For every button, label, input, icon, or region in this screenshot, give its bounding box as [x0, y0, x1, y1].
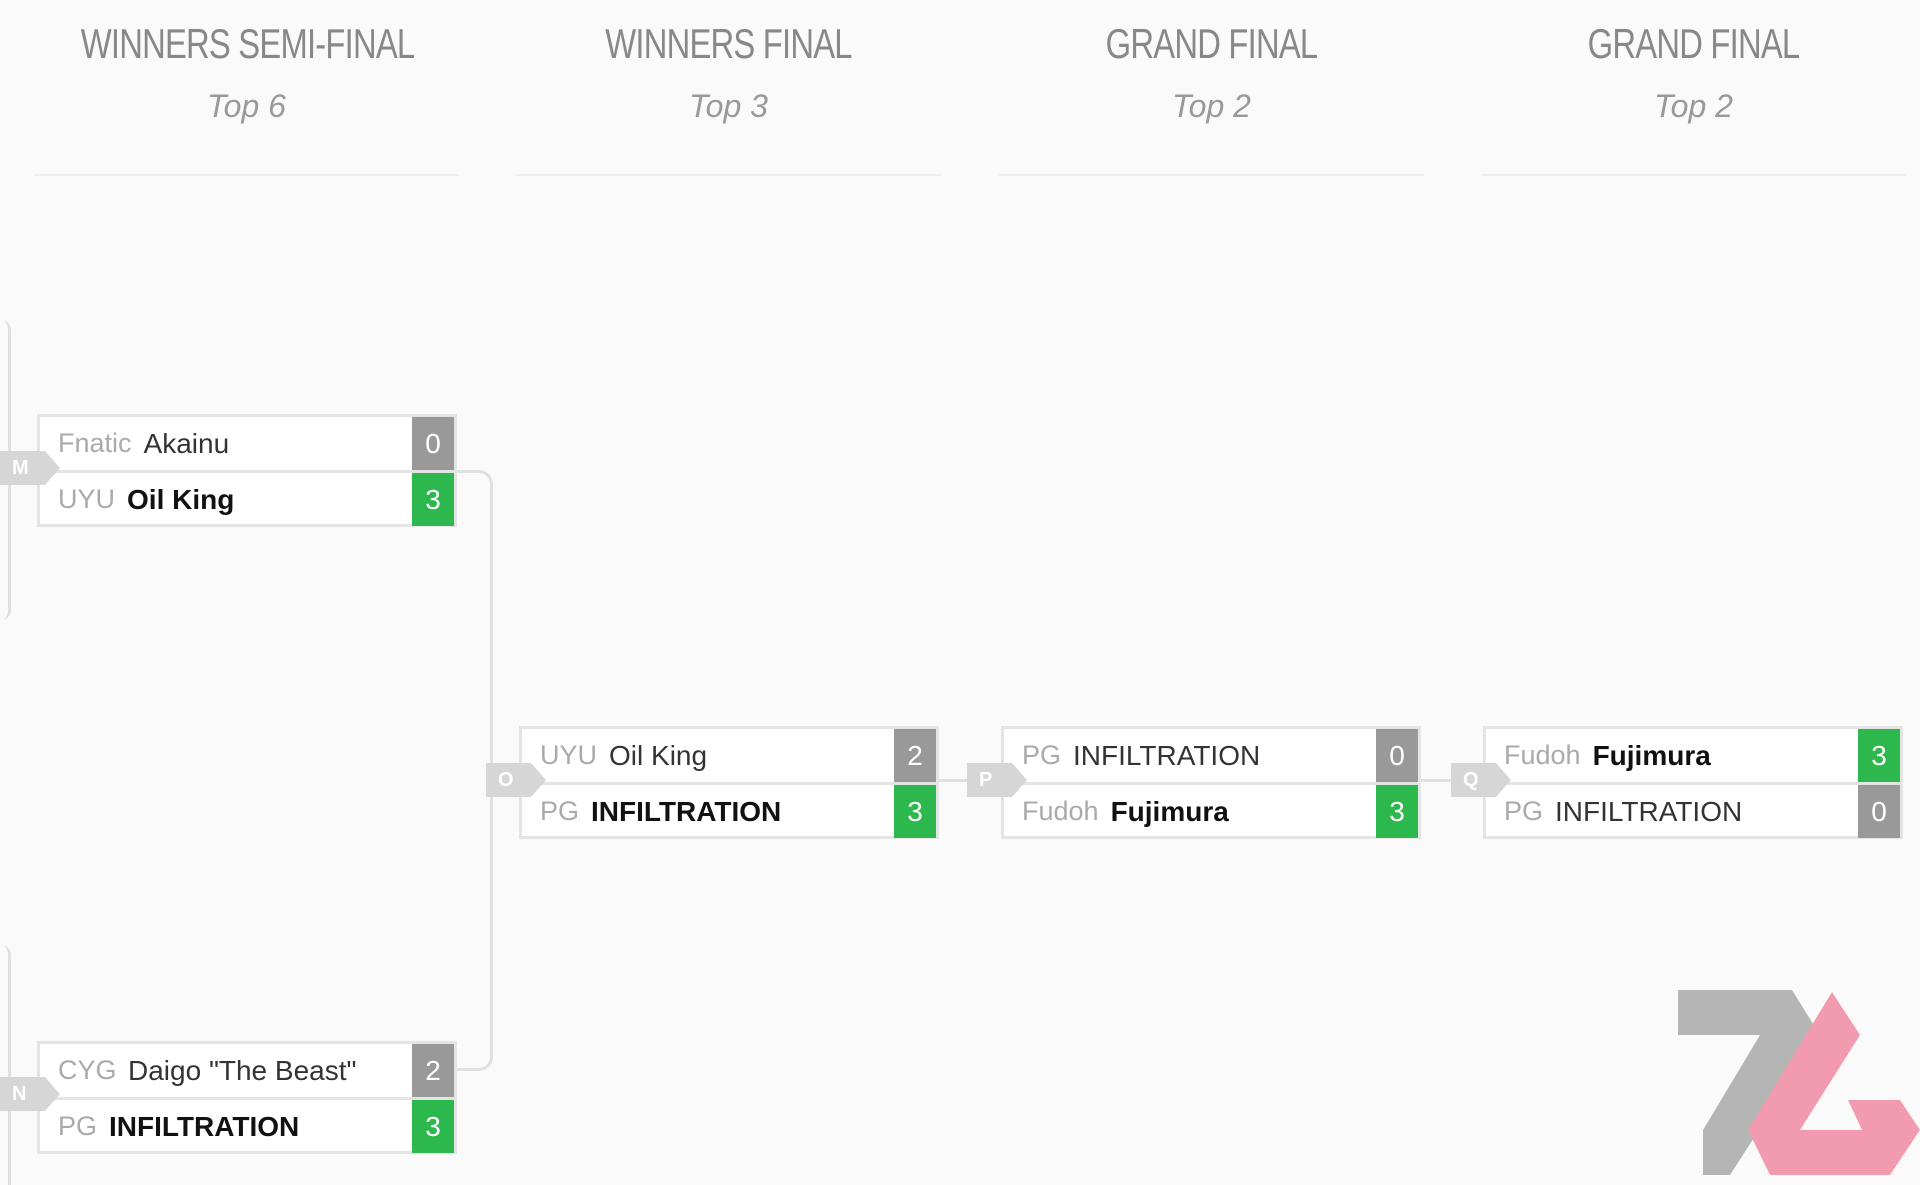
score: 0: [412, 417, 454, 470]
match-label-o: O: [486, 763, 546, 797]
connector-p-q: [1421, 779, 1461, 782]
match-q[interactable]: Fudoh Fujimura 3 PG INFILTRATION 0: [1483, 726, 1903, 839]
column-title: GRAND FINAL: [1587, 20, 1800, 67]
divider: [999, 174, 1424, 176]
score: 3: [412, 1100, 454, 1153]
match-label-p: P: [967, 763, 1027, 797]
score: 3: [1376, 785, 1418, 838]
match-player-row[interactable]: PG INFILTRATION 0: [1004, 729, 1418, 785]
team-tag: Fnatic: [58, 428, 132, 458]
team-tag: Fudoh: [1022, 796, 1099, 826]
match-n[interactable]: CYG BST Daigo "The Beast" 2 PG INFILTRAT…: [37, 1041, 457, 1154]
zg-logo-icon: [1678, 990, 1920, 1175]
team-tag: PG: [540, 796, 580, 826]
score: 0: [1376, 729, 1418, 782]
player-name: Oil King: [609, 739, 708, 771]
match-player-row-winner[interactable]: Fudoh Fujimura 3: [1004, 785, 1418, 838]
score: 2: [894, 729, 936, 782]
connector-n-o: [457, 780, 493, 1071]
team-tag: PG: [1022, 740, 1062, 770]
player-name: INFILTRATION: [1555, 795, 1743, 827]
match-label-q: Q: [1451, 763, 1511, 797]
team-tag: Fudoh: [1504, 740, 1581, 770]
connector-left-bottom: [0, 945, 11, 1185]
match-o[interactable]: UYU Oil King 2 PG INFILTRATION 3: [519, 726, 939, 839]
column-title: GRAND FINAL: [1105, 20, 1318, 67]
team-tag: CYG BST: [58, 1055, 122, 1085]
player-name: Fujimura: [1110, 795, 1229, 827]
match-player-row-winner[interactable]: Fudoh Fujimura 3: [1486, 729, 1900, 785]
match-m[interactable]: Fnatic Akainu 0 UYU Oil King 3: [37, 414, 457, 527]
divider: [34, 174, 459, 176]
divider: [1481, 174, 1906, 176]
team-tag: UYU: [540, 740, 598, 770]
column-subtitle: Top 2: [1654, 88, 1733, 124]
column-subtitle: Top 3: [689, 88, 768, 124]
match-player-row[interactable]: UYU Oil King 2: [522, 729, 936, 785]
team-tag: PG: [1504, 796, 1544, 826]
match-player-row[interactable]: Fnatic Akainu 0: [40, 417, 454, 473]
column-title: WINNERS SEMI-FINAL: [80, 20, 415, 67]
score: 3: [894, 785, 936, 838]
player-name: Daigo "The Beast": [128, 1054, 357, 1086]
score: 3: [1858, 729, 1900, 782]
player-name: Fujimura: [1592, 739, 1711, 771]
column-subtitle: Top 6: [207, 88, 286, 124]
match-player-row-winner[interactable]: UYU Oil King 3: [40, 473, 454, 526]
score: 0: [1858, 785, 1900, 838]
connector-o-p: [939, 779, 979, 782]
column-subtitle: Top 2: [1172, 88, 1251, 124]
match-player-row-winner[interactable]: PG INFILTRATION 3: [522, 785, 936, 838]
team-tag: PG: [58, 1111, 98, 1141]
team-tag: UYU: [58, 484, 116, 514]
match-player-row[interactable]: CYG BST Daigo "The Beast" 2: [40, 1044, 454, 1100]
divider: [516, 174, 941, 176]
player-name: Akainu: [143, 427, 230, 459]
column-title: WINNERS FINAL: [605, 20, 852, 67]
player-name: INFILTRATION: [109, 1110, 300, 1142]
player-name: INFILTRATION: [1073, 739, 1261, 771]
connector-m-o: [457, 470, 493, 783]
match-player-row-winner[interactable]: PG INFILTRATION 3: [40, 1100, 454, 1153]
player-name: INFILTRATION: [591, 795, 782, 827]
score: 3: [412, 473, 454, 526]
match-player-row[interactable]: PG INFILTRATION 0: [1486, 785, 1900, 838]
player-name: Oil King: [127, 483, 235, 515]
score: 2: [412, 1044, 454, 1097]
match-p[interactable]: PG INFILTRATION 0 Fudoh Fujimura 3: [1001, 726, 1421, 839]
